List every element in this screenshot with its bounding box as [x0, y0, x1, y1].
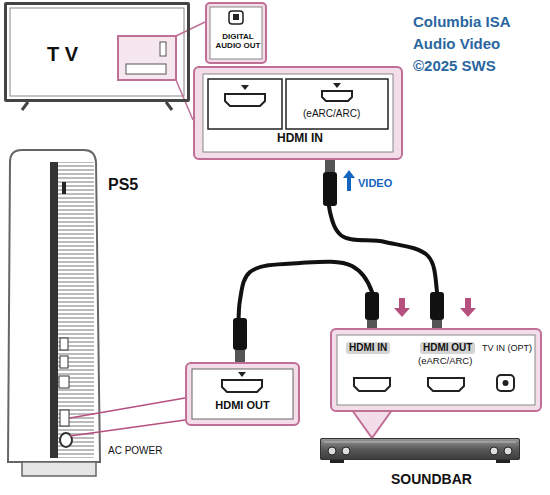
plug-body — [365, 292, 379, 320]
plug-head — [432, 320, 442, 328]
tv-hdmi-panel: (eARC/ARC) HDMI IN — [193, 66, 403, 160]
soundbar-highlight — [324, 442, 516, 443]
soundbar-knob — [328, 447, 336, 455]
device-label: SOUNDBAR — [391, 471, 472, 487]
plug-body — [430, 292, 444, 320]
panel-pointer — [352, 410, 392, 438]
leader-line — [70, 420, 185, 436]
plug-body — [233, 318, 247, 350]
watermark: Audio Video — [413, 35, 500, 52]
soundbar-body — [320, 438, 520, 460]
panel-inner — [192, 369, 293, 419]
port-marker — [241, 85, 249, 90]
tv-port — [126, 64, 166, 74]
leader-line — [176, 22, 205, 36]
port-label: HDMI IN — [346, 342, 390, 354]
soundbar-knob — [504, 447, 512, 455]
signal-label: VIDEO — [357, 177, 393, 190]
ps5-console: PS5 — [5, 148, 100, 478]
leader-line — [70, 398, 185, 418]
soundbar-panel: HDMI IN HDMI OUT (eARC/ARC) TV IN (OPT) — [330, 328, 542, 412]
panel-inner — [337, 335, 535, 405]
ps5-hdmi-panel — [185, 362, 300, 426]
port-label: (eARC/ARC) — [303, 108, 360, 120]
panel-fill — [330, 328, 542, 412]
insert-arrow — [460, 298, 476, 317]
ps5-hdmi-panel: HDMI OUT — [185, 362, 300, 426]
tv-box: T V — [4, 2, 190, 102]
usb-port — [60, 338, 68, 350]
optical-panel — [205, 2, 267, 64]
plug-body — [323, 172, 337, 206]
hdmi-plug — [365, 292, 379, 328]
port-label: HDMI IN — [255, 132, 345, 146]
panel-fill — [193, 66, 403, 160]
panel-inner — [203, 74, 393, 152]
port-box — [286, 79, 388, 129]
optical-out-box: DIGITAL AUDIO OUT — [205, 2, 267, 64]
ps5-stand — [22, 462, 96, 476]
panel-fill — [185, 362, 300, 426]
port-label: TV IN (OPT) — [482, 343, 532, 353]
soundbar-foot — [496, 460, 510, 463]
tv-foot — [166, 102, 172, 110]
hdmi-port-icon — [322, 91, 352, 101]
tv-label: T V — [47, 43, 78, 66]
hdmi-port-icon — [354, 378, 390, 391]
signal-arrow — [343, 170, 355, 191]
plug-head — [367, 320, 377, 328]
tv-hdmi-panel — [193, 66, 403, 160]
tv-port — [160, 42, 166, 56]
tv-illustration — [10, 8, 205, 120]
port-label: HDMI OUT — [420, 342, 475, 354]
port-label: HDMI OUT — [187, 399, 298, 412]
ethernet-port — [59, 376, 69, 388]
optical-port-icon — [497, 375, 514, 391]
hdmi-plug — [323, 160, 337, 206]
ps5-slot — [62, 182, 66, 194]
soundbar-device: SOUNDBAR — [320, 438, 520, 460]
ps5-illustration — [8, 150, 185, 476]
plug-head — [325, 160, 335, 172]
hdmi-port-icon — [225, 94, 265, 106]
soundbar-knob — [490, 447, 498, 455]
soundbar-illustration — [320, 438, 520, 463]
hdmi-cable — [329, 160, 438, 328]
insert-arrow — [394, 298, 410, 317]
hdmi-port-icon — [428, 378, 464, 391]
plug-head — [235, 350, 245, 362]
hdmi-port-icon — [222, 380, 262, 392]
watermark: Columbia ISA — [413, 13, 511, 30]
port-name: AC POWER — [108, 445, 162, 457]
soundbar-panel — [330, 328, 542, 438]
hdmi-plug — [233, 318, 247, 362]
panel-fill — [205, 2, 267, 64]
ps5-core — [50, 162, 58, 458]
port-marker — [333, 83, 341, 88]
port-box — [208, 79, 282, 129]
port-label: (eARC/ARC) — [418, 356, 472, 367]
power-port — [60, 433, 72, 447]
optical-port-icon — [503, 380, 509, 386]
tv-foot — [22, 102, 28, 110]
usb-port — [60, 356, 68, 368]
tv-port-area — [118, 36, 176, 80]
soundbar-knob — [342, 447, 350, 455]
port-marker — [238, 372, 246, 377]
soundbar-foot — [330, 460, 344, 463]
optical-port-icon — [229, 11, 243, 24]
watermark: ©2025 SWS — [413, 57, 496, 74]
device-label: PS5 — [108, 176, 138, 194]
hdmi-port — [60, 410, 69, 426]
optical-port-icon — [233, 14, 239, 20]
hdmi-plug — [430, 292, 444, 328]
ps5-vents — [56, 162, 94, 458]
tv-screen — [10, 8, 184, 96]
port-label: DIGITAL AUDIO OUT — [212, 32, 264, 50]
